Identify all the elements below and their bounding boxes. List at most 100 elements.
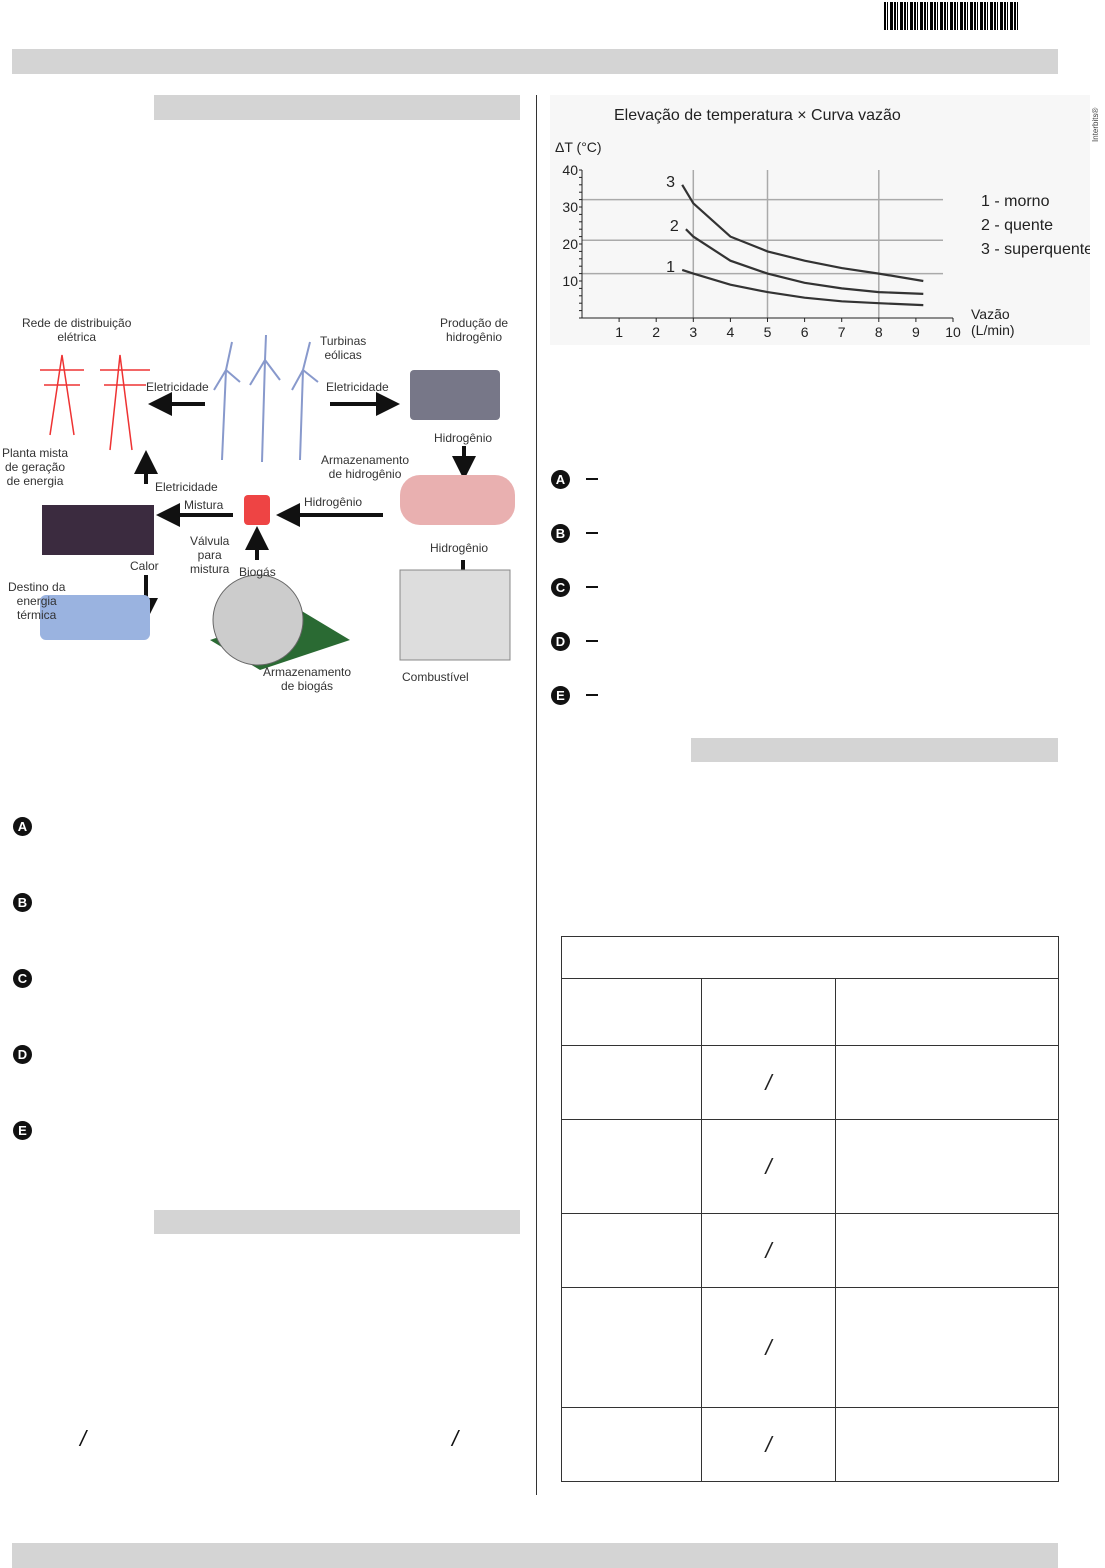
x-tick-label: 3: [689, 324, 697, 340]
x-tick-label: 8: [875, 324, 883, 340]
dash: [586, 586, 598, 588]
table-cell: /: [701, 1213, 836, 1288]
table-cell: [835, 1045, 1059, 1120]
footer-bar: [12, 1543, 1058, 1568]
option-a-marker[interactable]: A: [551, 470, 570, 489]
curve-label: 2: [670, 218, 679, 235]
curve-label: 3: [666, 174, 675, 191]
label-thermal: Destino da energia térmica: [8, 580, 66, 622]
table-cell: [561, 1287, 702, 1408]
y-tick-label: 30: [562, 199, 578, 215]
y-tick-label: 40: [562, 162, 578, 178]
slash: /: [765, 1069, 772, 1095]
thermal-pipe-icon: [40, 595, 150, 640]
option-c-marker[interactable]: C: [13, 969, 32, 988]
x-tick-label: 10: [945, 324, 961, 340]
hydrogen-storage-icon: [400, 475, 515, 525]
option-d-marker[interactable]: D: [551, 632, 570, 651]
x-tick-label: 2: [652, 324, 660, 340]
option-b-marker[interactable]: B: [13, 893, 32, 912]
table-cell: /: [701, 1045, 836, 1120]
table-cell: [835, 978, 1059, 1046]
slash: /: [452, 1426, 459, 1451]
table-row: /: [561, 1119, 1059, 1214]
y-axis-label: ΔT (°C): [555, 139, 602, 155]
table-cell: [835, 1407, 1059, 1482]
table-cell: /: [701, 1287, 836, 1408]
data-table: / / / / /: [561, 936, 1059, 1482]
dash: [586, 532, 598, 534]
label-electricity: Eletricidade: [155, 480, 218, 494]
x-axis-label-unit: (L/min): [971, 322, 1015, 338]
option-b-marker[interactable]: B: [551, 524, 570, 543]
legend-entry: 3 - superquente: [981, 241, 1090, 258]
header-bar: [12, 49, 1058, 74]
option-c-marker[interactable]: C: [551, 578, 570, 597]
curve-3: [681, 184, 924, 283]
table-cell: [561, 1119, 702, 1214]
label-turbines: Turbinas eólicas: [320, 334, 367, 362]
y-tick-label: 10: [562, 273, 578, 289]
option-a-marker[interactable]: A: [13, 817, 32, 836]
x-tick-label: 9: [912, 324, 920, 340]
power-plant-icon: [42, 505, 154, 555]
biogas-dome-icon: [212, 574, 304, 666]
label-hydrogen: Hidrogênio: [430, 541, 489, 555]
label-plant: Planta mista de geração de energia: [2, 446, 69, 488]
x-tick-label: 5: [764, 324, 772, 340]
curve-2: [685, 228, 924, 295]
legend-entry: 2 - quente: [981, 217, 1053, 234]
slash: /: [765, 1431, 772, 1457]
table-cell: /: [701, 1407, 836, 1482]
legend-entry: 1 - morno: [981, 193, 1050, 210]
label-mix: Mistura: [184, 498, 224, 512]
table-cell: [561, 978, 702, 1046]
label-grid: Rede de distribuição elétrica: [22, 316, 132, 344]
curve-label: 1: [666, 259, 675, 276]
slash: /: [765, 1237, 772, 1263]
table-cell: [835, 1213, 1059, 1288]
table-row: /: [561, 1287, 1059, 1408]
x-tick-label: 4: [727, 324, 735, 340]
label-electricity: Eletricidade: [326, 380, 389, 394]
table-cell: [561, 1045, 702, 1120]
table-cell: [835, 1287, 1059, 1408]
wind-turbine-icon: [213, 334, 319, 463]
dash: [586, 694, 598, 696]
label-fuel: Combustível: [402, 670, 469, 684]
label-h2-storage: Armazenamento de hidrogênio: [321, 453, 410, 481]
section-bar: [154, 95, 520, 120]
table-cell: [561, 1407, 702, 1482]
power-tower-icon: [40, 354, 150, 451]
label-heat: Calor: [130, 559, 159, 573]
table-cell: [561, 1213, 702, 1288]
table-cell: [701, 978, 836, 1046]
table-cell: /: [701, 1119, 836, 1214]
label-valve: Válvula para mistura: [190, 534, 230, 576]
x-tick-label: 6: [801, 324, 809, 340]
section-bar: [691, 738, 1058, 762]
energy-diagram: Rede de distribuição elétrica Turbinas e…: [0, 310, 520, 700]
label-hydrogen: Hidrogênio: [434, 431, 493, 445]
label-electricity: Eletricidade: [146, 380, 209, 394]
label-hydrogen: Hidrogênio: [304, 495, 363, 509]
valve-icon: [244, 495, 270, 525]
label-h2-production: Produção de hidrogênio: [440, 316, 509, 344]
option-e-marker[interactable]: E: [551, 686, 570, 705]
option-d-marker[interactable]: D: [13, 1045, 32, 1064]
credit: Interbits®: [1091, 107, 1100, 142]
option-e-marker[interactable]: E: [13, 1121, 32, 1140]
table-row: /: [561, 1407, 1059, 1482]
fuel-station-icon: [399, 569, 511, 661]
curve-1: [681, 268, 924, 307]
x-tick-label: 1: [615, 324, 623, 340]
hydrogen-production-icon: [410, 370, 500, 420]
table-row: /: [561, 1213, 1059, 1288]
slash: /: [80, 1426, 87, 1451]
slash: /: [765, 1334, 772, 1360]
barcode: [884, 2, 1019, 30]
table-header: [561, 936, 1059, 979]
chart-title: Elevação de temperatura × Curva vazão: [614, 107, 901, 124]
label-biogas: Biogás: [239, 565, 276, 579]
slash: /: [765, 1153, 772, 1179]
